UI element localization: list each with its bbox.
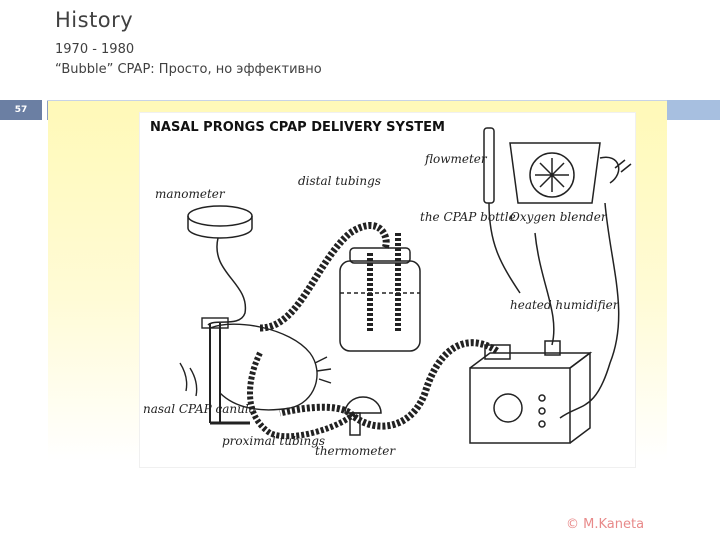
label-manometer: manometer bbox=[155, 187, 226, 201]
label-proximal-tubings: proximal tubings bbox=[222, 434, 325, 448]
label-oxygen-blender: Oxygen blender bbox=[510, 210, 608, 224]
slide-subtitle-years: 1970 - 1980 bbox=[55, 42, 135, 57]
label-cpap-bottle: the CPAP bottle bbox=[420, 210, 516, 224]
manometer-drawing bbox=[187, 205, 253, 326]
proximal-tubing-lower bbox=[247, 351, 358, 440]
label-heated-humidifier: heated humidifier bbox=[510, 298, 620, 312]
cpap-diagram-image: NASAL PRONGS CPAP DELIVERY SYSTEM manome… bbox=[139, 112, 636, 468]
cpap-bottle-drawing bbox=[339, 233, 421, 352]
cpap-diagram-svg: NASAL PRONGS CPAP DELIVERY SYSTEM manome… bbox=[143, 120, 632, 458]
flowmeter-drawing bbox=[483, 127, 521, 294]
divider-horizontal bbox=[47, 100, 667, 101]
label-nasal-cpap-canula: nasal CPAP canula bbox=[143, 402, 256, 416]
slide-number: 57 bbox=[0, 100, 42, 120]
label-thermometer: thermometer bbox=[315, 444, 396, 458]
accent-bar bbox=[667, 100, 720, 120]
diagram-title: NASAL PRONGS CPAP DELIVERY SYSTEM bbox=[150, 120, 445, 135]
infant-drawing bbox=[179, 317, 332, 425]
label-distal-tubings: distal tubings bbox=[298, 174, 381, 188]
humidifier-drawing bbox=[469, 232, 593, 444]
copyright-text: © M.Kaneta bbox=[566, 517, 645, 532]
thermometer-drawing bbox=[344, 396, 382, 436]
proximal-tubing bbox=[279, 339, 499, 430]
slide-subtitle-text: “Bubble” CPAP: Просто, но эффективно bbox=[55, 62, 322, 77]
label-flowmeter: flowmeter bbox=[424, 152, 488, 166]
oxygen-blender-drawing bbox=[509, 142, 632, 419]
distal-tubing bbox=[259, 222, 390, 332]
divider-vertical bbox=[47, 100, 48, 120]
slide-title: History bbox=[55, 8, 134, 32]
